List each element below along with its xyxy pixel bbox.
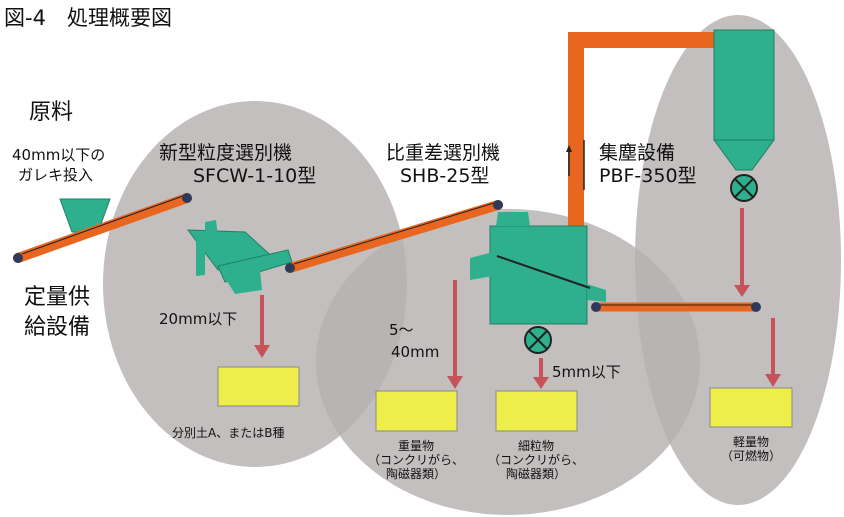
gravity-flow-label-2: 40mm (391, 343, 440, 361)
output-label-fine-line1: 細粒物 (517, 439, 554, 453)
output-label-soil: 分別土A、またはB種 (172, 426, 285, 441)
gravity-sorter-model: SHB-25型 (400, 165, 490, 187)
output-label-heavy-line2: （コンクリがら、 (367, 452, 464, 467)
size-sorter-name: 新型粒度選別機 (159, 142, 293, 164)
feeder-label-1: 定量供 (24, 285, 91, 310)
figure-title: 図-4 処理概要図 (4, 6, 172, 30)
rotary-valve-dust (730, 174, 758, 202)
size-sorter-model: SFCW-1-10型 (193, 165, 317, 187)
output-box-light (709, 387, 793, 428)
raw-material-title: 原料 (29, 100, 74, 125)
fine-flow-label: 5mm以下 (552, 363, 621, 381)
gravity-flow-label-1: 5～ (389, 321, 414, 339)
feeder-label-2: 給設備 (24, 315, 91, 340)
raw-material-desc-2: ガレキ投入 (18, 166, 94, 184)
output-label-light-line2: （可燃物） (720, 448, 781, 463)
output-box-soil (217, 366, 300, 407)
flow-arrow-fine-particles (533, 358, 549, 389)
conveyor-light-fraction (591, 302, 761, 312)
size-sorter-machine (186, 220, 293, 294)
conveyor-feed (13, 193, 192, 263)
dust-collector-machine (713, 29, 775, 171)
output-label-soil-line1: 分別土A、またはB種 (172, 426, 285, 440)
zone-gravity-sorter (316, 209, 700, 515)
flow-arrow-fine-soil (254, 295, 270, 358)
output-label-heavy: 重量物 （コンクリがら、 陶磁器類） (366, 439, 466, 481)
zone-dust-collector (635, 15, 841, 505)
output-label-light: 軽量物 （可燃物） (710, 435, 792, 464)
output-label-light-line1: 軽量物 (732, 435, 769, 449)
output-label-heavy-line3: 陶磁器類） (385, 466, 446, 481)
dust-collector-model: PBF-350型 (599, 165, 697, 187)
flow-arrow-light (765, 318, 781, 387)
conveyor-to-gravity-sorter (285, 200, 503, 273)
output-label-fine-line2: （コンクリがら、 (487, 452, 584, 467)
output-label-heavy-line1: 重量物 (397, 439, 434, 453)
output-label-fine-line3: 陶磁器類） (505, 466, 566, 481)
size-sorter-flow-label: 20mm以下 (159, 310, 238, 328)
flow-arrow-heavy (447, 280, 463, 389)
duct (568, 32, 728, 226)
raw-material-desc-1: 40mm以下の (12, 146, 106, 164)
output-label-fine: 細粒物 （コンクリがら、 陶磁器類） (486, 439, 586, 481)
gravity-sorter-name: 比重差選別機 (386, 142, 501, 164)
dust-collector-name: 集塵設備 (599, 142, 676, 164)
rotary-valve-gravity (524, 326, 552, 354)
output-box-fine (495, 390, 578, 432)
flow-arrow-dust-down (734, 208, 750, 297)
output-box-heavy (375, 390, 458, 432)
duct-flow-arrow-head (566, 145, 572, 152)
gravity-sorter-machine (470, 212, 606, 325)
